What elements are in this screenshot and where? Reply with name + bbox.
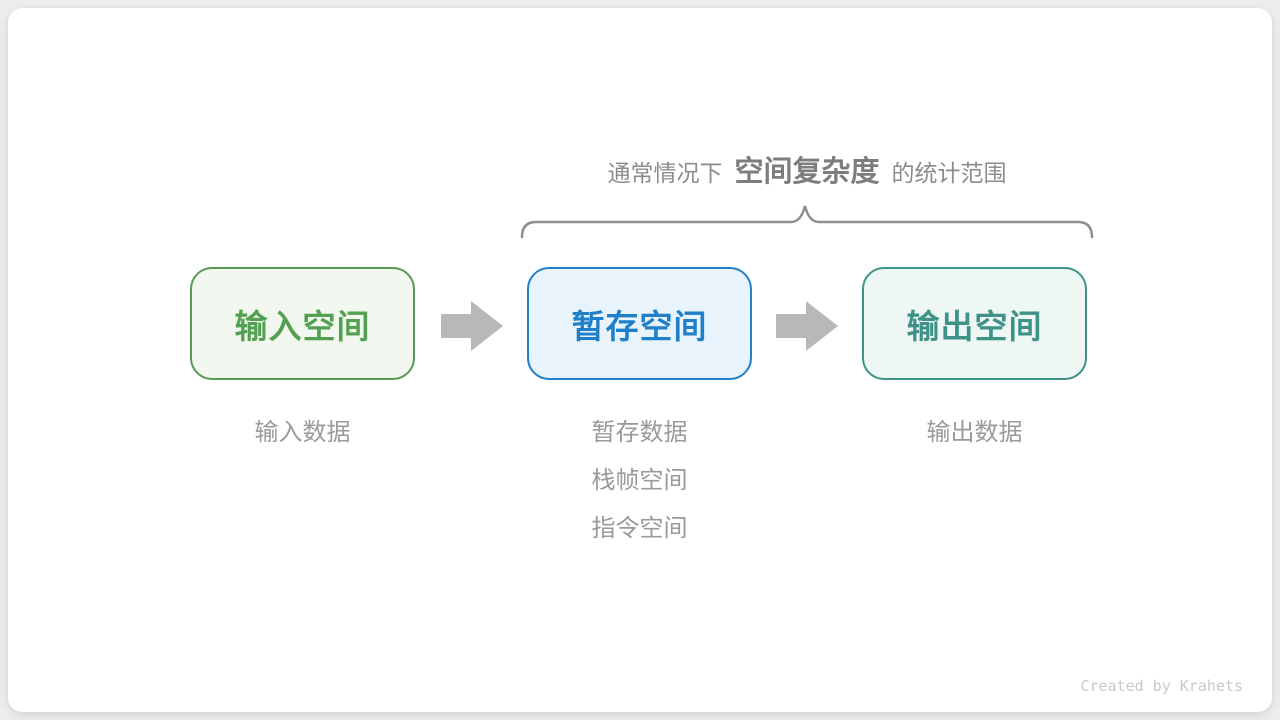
note-line: 暂存数据 — [591, 419, 688, 446]
output-notes: 输出数据 — [862, 409, 1087, 457]
output-space-box: 输出空间 — [862, 267, 1087, 380]
arrow-shape — [776, 301, 838, 351]
scope-brace — [520, 205, 1094, 239]
annotation-prefix: 通常情况下 — [607, 160, 723, 186]
arrow-right-icon — [776, 301, 838, 351]
annotation-highlight: 空间复杂度 — [734, 156, 880, 188]
arrow-shape — [441, 301, 503, 351]
scope-annotation: 通常情况下空间复杂度的统计范围 — [522, 148, 1092, 188]
annotation-suffix: 的统计范围 — [891, 160, 1007, 186]
temp-space-box: 暂存空间 — [527, 267, 752, 380]
temp-notes: 暂存数据 栈帧空间 指令空间 — [527, 409, 752, 553]
note-line: 指令空间 — [591, 515, 688, 542]
output-space-label: 输出空间 — [906, 307, 1043, 345]
note-line: 输入数据 — [254, 419, 351, 446]
input-space-label: 输入空间 — [234, 307, 371, 345]
input-space-box: 输入空间 — [190, 267, 415, 380]
temp-space-label: 暂存空间 — [571, 307, 708, 345]
brace-path — [520, 205, 1094, 239]
note-line: 输出数据 — [926, 419, 1023, 446]
arrow-right-icon — [441, 301, 503, 351]
note-line: 栈帧空间 — [591, 467, 688, 494]
credit-text: Created by Krahets — [1080, 677, 1243, 695]
input-notes: 输入数据 — [190, 409, 415, 457]
